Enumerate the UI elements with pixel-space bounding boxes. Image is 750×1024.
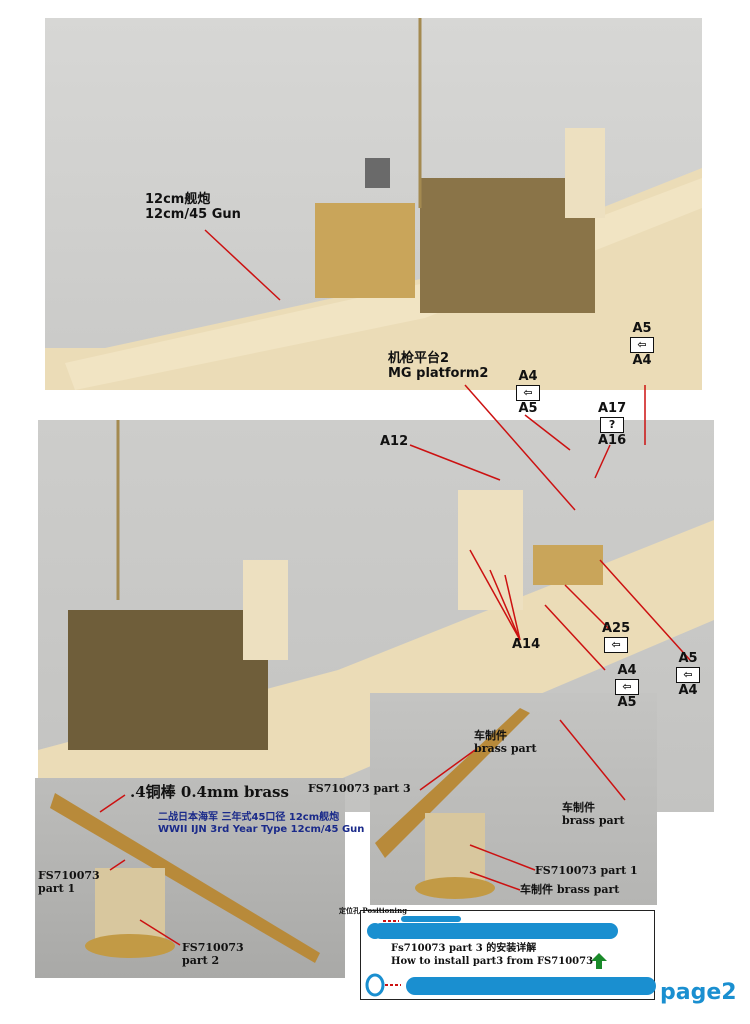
part-tag: A17?A16 [598, 401, 627, 449]
fs-part3-label: FS710073 part 3 [308, 782, 411, 795]
barrel-diagram [365, 916, 656, 997]
page-number: page2 [660, 980, 737, 1005]
fs-part1-left-label: FS710073 part 1 [38, 869, 100, 895]
install-diagram: 定位孔 Positioning Fs710073 part 3 的安装详解 Ho… [339, 906, 656, 1000]
gun-label-en: 12cm/45 Gun [145, 206, 241, 222]
photo-ship-bow [45, 18, 702, 390]
gun-title-en: WWII IJN 3rd Year Type 12cm/45 Gun [158, 823, 365, 835]
part-top: A5 [632, 321, 652, 336]
part-top: A4 [518, 369, 538, 384]
brass-part-en: brass part [474, 741, 537, 755]
part-bottom: A4 [632, 353, 652, 369]
diagram-title-cn: Fs710073 part 3 的安装详解 [391, 943, 537, 954]
brass-part-cn: 车制件 [562, 801, 595, 814]
part-tag: A4⇦A5 [615, 663, 639, 711]
part-bottom: A16 [598, 433, 627, 449]
mg-label-en: MG platform2 [388, 365, 489, 381]
ship-bow-illustration [45, 18, 702, 390]
part-tag: A25⇦ [602, 621, 631, 654]
brass-rod-label: .4铜棒 0.4mm brass [130, 783, 289, 801]
brass-part-en: brass part [562, 813, 625, 827]
part-top: A4 [617, 663, 637, 678]
arrow-icon: ⇦ [615, 679, 639, 696]
part-bottom: A4 [678, 683, 698, 699]
arrow-icon: ⇦ [604, 637, 629, 654]
fs-part2-left-label: FS710073 part 2 [182, 941, 244, 967]
part-bottom: A5 [518, 401, 538, 417]
part-a14-label: A14 [512, 637, 541, 652]
part-bottom: A5 [617, 695, 637, 711]
arrow-icon: ⇦ [630, 337, 654, 354]
part-top: A5 [678, 651, 698, 666]
fs-part1-right-label: FS710073 part 1 [535, 864, 638, 877]
part-tag: A5⇦A4 [630, 321, 654, 369]
part-top: A17 [598, 401, 627, 416]
part-tag: A5⇦A4 [676, 651, 700, 699]
part-top: A25 [602, 621, 631, 636]
question-icon: ? [600, 417, 625, 434]
mg-label-cn: 机枪平台2 [388, 351, 450, 366]
brass-part-label-3: 车制件 brass part [520, 883, 620, 896]
diagram-title-en: How to install part3 from FS710073 [391, 956, 594, 967]
gun-title-cn: 二战日本海军 三年式45口径 12cm舰炮 [158, 812, 340, 823]
part-tag: A4⇦A5 [516, 369, 540, 417]
photo-ship-midship [38, 420, 714, 812]
gun-label-cn: 12cm舰炮 [145, 192, 211, 207]
arrow-icon: ⇦ [676, 667, 700, 684]
positioning-label: 定位孔 Positioning [339, 906, 408, 915]
arrow-icon: ⇦ [516, 385, 540, 402]
brass-part-cn: 车制件 [474, 729, 507, 742]
part-a12-label: A12 [380, 434, 409, 449]
